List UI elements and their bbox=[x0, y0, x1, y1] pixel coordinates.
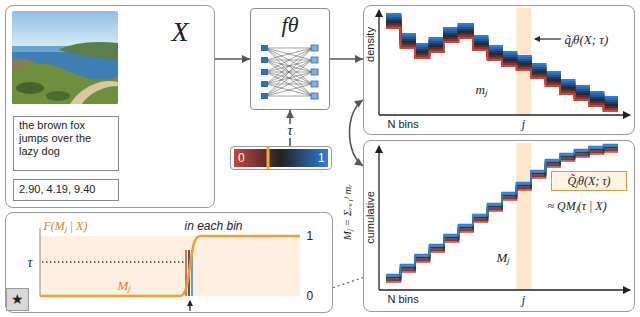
node-text: Q̃ⱼθ(X; τ) bbox=[557, 174, 621, 189]
neuron bbox=[311, 69, 318, 75]
photo-headland bbox=[58, 42, 118, 60]
cumulative-step bbox=[386, 149, 618, 279]
node-text: 2.90, 4.19, 9.40 bbox=[19, 182, 113, 197]
x-axis bbox=[379, 289, 630, 290]
bin-mass: mⱼ bbox=[476, 82, 487, 98]
arrowhead bbox=[354, 158, 363, 166]
arrowhead bbox=[354, 100, 363, 108]
neuron bbox=[261, 81, 268, 87]
level-label: 0 bbox=[307, 289, 314, 303]
cumsum-formula: Mⱼ = Σᵣ₌₁ʲ mᵣ bbox=[341, 184, 353, 240]
inset-title: in each bin bbox=[185, 219, 243, 233]
coast-photo bbox=[12, 11, 118, 104]
x-axis bbox=[379, 114, 630, 115]
bin-cdf-inset bbox=[40, 228, 300, 311]
colorbar bbox=[234, 149, 328, 167]
cumulative-plot bbox=[379, 143, 630, 290]
tau-axis bbox=[40, 228, 41, 296]
quantile-box: Q̃ⱼθ(X; τ) bbox=[551, 171, 627, 191]
neuron bbox=[311, 45, 318, 51]
cdf-label: F(Mⱼ | X) bbox=[44, 219, 88, 233]
cumulative-mass: Mⱼ bbox=[497, 250, 510, 266]
arrowhead bbox=[286, 110, 294, 118]
input-neurons bbox=[261, 45, 268, 99]
connector bbox=[333, 278, 363, 288]
pointer-arrow bbox=[535, 38, 561, 39]
node-text: ★ bbox=[7, 289, 28, 310]
node-text: fθ bbox=[251, 11, 329, 39]
cumulative-panel: Q̃ⱼθ(X; τ) cumulative ≈ QMⱼ(τ | X) Mⱼ N bins… bbox=[363, 140, 635, 312]
connector bbox=[350, 100, 364, 166]
neuron bbox=[311, 93, 318, 99]
level-label: 1 bbox=[307, 229, 314, 243]
tau-level bbox=[42, 261, 186, 262]
node-text: the brown fox jumps over the lazy dog bbox=[19, 119, 113, 158]
tau-marker bbox=[267, 147, 270, 169]
tau-scale-box: 01 bbox=[230, 146, 332, 170]
input-symbol: X bbox=[172, 15, 189, 49]
axis-title: cumulative bbox=[365, 191, 376, 244]
quantile-arrow bbox=[189, 301, 190, 311]
y-axis bbox=[378, 146, 379, 290]
axis-label: N bins bbox=[388, 293, 419, 306]
cumulative-step bbox=[386, 145, 618, 275]
star-box: ★ bbox=[6, 288, 29, 311]
density-step bbox=[386, 28, 618, 111]
density-label: q̃ⱼθ(X; τ) bbox=[565, 32, 609, 48]
network-links bbox=[266, 48, 312, 96]
scale-max: 1 bbox=[318, 149, 325, 167]
approx-label: ≈ QMⱼ(τ | X) bbox=[548, 199, 607, 213]
photo-path bbox=[70, 81, 118, 104]
neural-network bbox=[261, 45, 318, 99]
photo-hill bbox=[12, 63, 118, 104]
bin-inset-panel: ★ F(Mⱼ | X) in each bin τ 1 0 Mⱼ bbox=[5, 212, 333, 313]
tau-colorbar bbox=[234, 147, 328, 169]
output-neurons bbox=[311, 45, 318, 99]
density-step bbox=[386, 26, 618, 109]
cumulative-step bbox=[386, 148, 618, 278]
text-input-box: the brown fox jumps over the lazy dog bbox=[13, 116, 119, 171]
arrowhead bbox=[355, 55, 363, 63]
bin-variable: Mⱼ bbox=[118, 278, 131, 294]
bin-index: j bbox=[522, 117, 525, 131]
y-axis bbox=[378, 10, 379, 115]
cdf-area bbox=[40, 236, 300, 296]
arrowhead bbox=[242, 55, 250, 63]
edge-label: τ bbox=[286, 124, 295, 138]
density-plot bbox=[379, 8, 630, 115]
cdf-curve bbox=[40, 236, 300, 296]
cumulative-step bbox=[386, 151, 618, 281]
axis-label: N bins bbox=[388, 118, 419, 131]
density-panel: density q̃ⱼθ(X; τ) mⱼ N bins j bbox=[363, 5, 635, 135]
neuron bbox=[311, 81, 318, 87]
scale-min: 0 bbox=[238, 149, 245, 167]
numeric-input-box: 2.90, 4.19, 9.40 bbox=[13, 179, 119, 201]
bin-index: j bbox=[522, 293, 525, 307]
neuron bbox=[261, 93, 268, 99]
model-box: fθ bbox=[250, 8, 330, 110]
neuron bbox=[261, 69, 268, 75]
neuron bbox=[311, 57, 318, 63]
tau-symbol: τ bbox=[28, 254, 33, 271]
input-panel: the brown fox jumps over the lazy dog 2.9… bbox=[5, 5, 215, 208]
cumulative-step bbox=[386, 146, 618, 276]
neuron bbox=[261, 45, 268, 51]
photo-bush bbox=[46, 91, 70, 101]
axis-title: density bbox=[365, 27, 376, 62]
neuron bbox=[261, 57, 268, 63]
bin-highlight bbox=[517, 143, 532, 290]
photo-bush bbox=[16, 82, 44, 94]
